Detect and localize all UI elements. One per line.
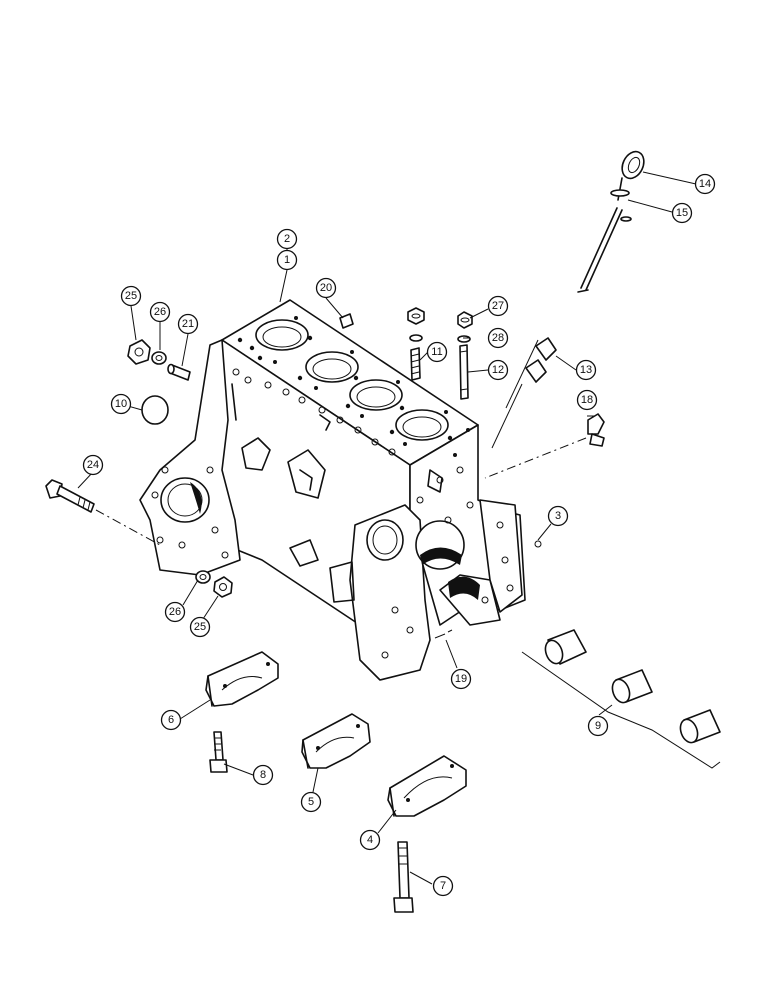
callout-25-lower: 25 (189, 616, 211, 638)
svg-text:11: 11 (431, 346, 442, 358)
svg-text:25: 25 (125, 290, 137, 302)
callout-13: 13 (575, 359, 597, 381)
bolt-24 (45, 479, 161, 546)
callout-2: 2 (276, 228, 298, 250)
callout-4: 4 (359, 829, 381, 851)
callout-5: 5 (300, 791, 322, 813)
engine-block (139, 299, 526, 681)
callout-26-upper: 26 (149, 301, 171, 323)
svg-text:26: 26 (169, 606, 181, 618)
svg-text:3: 3 (555, 510, 561, 522)
callout-3: 3 (547, 505, 569, 527)
svg-text:7: 7 (440, 880, 446, 892)
bearing-cap-6 (205, 651, 279, 707)
svg-text:21: 21 (182, 318, 194, 330)
bolt-8 (209, 731, 228, 773)
svg-text:25: 25 (194, 621, 206, 633)
callout-7: 7 (432, 875, 454, 897)
ball-3 (534, 540, 542, 548)
svg-text:20: 20 (320, 282, 332, 294)
svg-text:12: 12 (492, 364, 504, 376)
callout-12: 12 (487, 359, 509, 381)
svg-text:26: 26 (154, 306, 166, 318)
studs-and-nuts (407, 307, 473, 400)
callout-11: 11 (426, 341, 448, 363)
svg-text:24: 24 (87, 459, 99, 471)
callout-26-lower: 26 (164, 601, 186, 623)
bearing-cap-4 (387, 755, 467, 817)
callout-8: 8 (252, 764, 274, 786)
callout-21: 21 (177, 313, 199, 335)
lower-fasteners (195, 570, 233, 598)
callout-24: 24 (82, 454, 104, 476)
expansion-plug-10 (141, 395, 169, 425)
svg-text:4: 4 (367, 834, 373, 846)
callout-9: 9 (587, 715, 609, 737)
upper-fasteners (127, 339, 191, 381)
sleeves-13 (491, 337, 557, 449)
svg-text:8: 8 (260, 769, 266, 781)
svg-text:14: 14 (699, 178, 711, 190)
callout-1: 1 (276, 249, 298, 271)
svg-text:15: 15 (676, 207, 688, 219)
svg-text:5: 5 (308, 796, 314, 808)
callout-14: 14 (694, 173, 716, 195)
callout-10: 10 (110, 393, 132, 415)
svg-text:1: 1 (284, 254, 290, 266)
callout-18: 18 (576, 389, 598, 411)
callout-20: 20 (315, 277, 337, 299)
dipstick (577, 150, 645, 293)
bearing-cap-5 (301, 713, 371, 769)
svg-text:2: 2 (284, 233, 290, 245)
svg-text:13: 13 (580, 364, 592, 376)
bolt-7 (393, 841, 414, 913)
svg-text:28: 28 (492, 332, 504, 344)
fitting-18 (484, 413, 605, 479)
callout-28: 28 (487, 327, 509, 349)
svg-text:18: 18 (581, 394, 593, 406)
svg-text:10: 10 (115, 398, 127, 410)
callout-19: 19 (450, 668, 472, 690)
pin-19 (434, 629, 453, 639)
svg-text:9: 9 (595, 720, 601, 732)
svg-text:6: 6 (168, 714, 174, 726)
plug-20 (339, 313, 354, 329)
callout-27: 27 (487, 295, 509, 317)
svg-text:19: 19 (455, 673, 467, 685)
svg-text:27: 27 (492, 300, 504, 312)
callout-15: 15 (671, 202, 693, 224)
callout-6: 6 (160, 709, 182, 731)
bearing-shells-9 (521, 629, 721, 769)
callout-25-upper: 25 (120, 285, 142, 307)
